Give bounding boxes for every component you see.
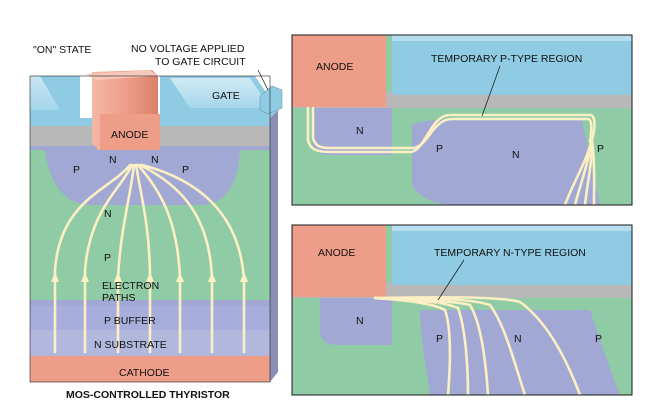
electron-path xyxy=(373,295,582,397)
cathode-label: CATHODE xyxy=(119,367,170,379)
gate-label: GATE xyxy=(212,90,240,102)
gate-highlight xyxy=(392,225,632,231)
br-n-small-label: N xyxy=(356,315,364,327)
electron-paths-label-2: PATHS xyxy=(102,292,135,304)
br-leader-line xyxy=(437,259,465,301)
tr-n-small-label: N xyxy=(356,125,364,137)
top-surface-light-right xyxy=(170,78,270,108)
n-small-region xyxy=(320,298,392,345)
n-cell-right xyxy=(140,150,180,168)
anode-label: ANODE xyxy=(111,129,148,141)
arrowhead xyxy=(240,272,248,282)
n-cell-left xyxy=(88,150,134,168)
n-small-region xyxy=(312,108,392,155)
br-region-label: TEMPORARY N-TYPE REGION xyxy=(434,247,586,259)
arrowhead xyxy=(114,272,122,282)
br-n-mid-label: N xyxy=(514,333,522,345)
cathode-layer xyxy=(30,356,270,382)
panel-frame xyxy=(291,224,633,396)
p-right-label: P xyxy=(182,164,189,176)
tr-p-left-label: P xyxy=(436,143,443,155)
on-state-label: "ON" STATE xyxy=(33,44,91,56)
br-paths xyxy=(373,295,582,397)
n-substrate-label: N SUBSTRATE xyxy=(94,339,167,351)
electron-path xyxy=(83,163,134,354)
n-big-region xyxy=(412,120,600,205)
panel-bottom-right: ANODE TEMPORARY N-TYPE REGION N P N P xyxy=(291,224,633,397)
electron-path xyxy=(136,163,182,354)
left-labels: "ON" STATE NO VOLTAGE APPLIED TO GATE CI… xyxy=(33,43,269,401)
tr-region-label: TEMPORARY P-TYPE REGION xyxy=(431,53,582,65)
br-p-right-label: P xyxy=(595,333,602,345)
n-cell-right-label: N xyxy=(151,154,159,166)
electron-paths-label-1: ELECTRON xyxy=(102,280,159,292)
n-cell-left-label: N xyxy=(109,154,117,166)
device-outline xyxy=(29,75,271,383)
p-channel-path xyxy=(306,106,596,154)
no-voltage-label-1: NO VOLTAGE APPLIED xyxy=(131,43,245,55)
p-buffer-label: P BUFFER xyxy=(104,315,156,327)
gate-tab xyxy=(259,85,283,115)
n-mid-label: N xyxy=(104,208,112,220)
panel-top-right: ANODE TEMPORARY P-TYPE REGION N P N P xyxy=(291,34,633,207)
electron-path xyxy=(373,296,490,397)
br-p-left-label: P xyxy=(436,333,443,345)
electron-arrowheads xyxy=(51,272,248,282)
caption: MOS-CONTROLLED THYRISTOR xyxy=(66,389,230,401)
top-surface-light xyxy=(30,76,60,110)
br-anode-label: ANODE xyxy=(318,247,355,259)
no-voltage-label-2: TO GATE CIRCUIT xyxy=(155,56,246,68)
p-left-label: P xyxy=(73,164,80,176)
electron-paths-left xyxy=(53,163,246,354)
arrowhead xyxy=(208,272,216,282)
electron-path xyxy=(140,163,246,354)
tr-leader-line xyxy=(481,65,501,117)
gate-region xyxy=(392,35,632,95)
arrowhead xyxy=(81,272,89,282)
gate-leader-line xyxy=(257,69,269,91)
electron-path xyxy=(590,138,596,207)
arrowhead xyxy=(51,272,59,282)
tr-paths xyxy=(306,106,596,207)
tr-p-right-label: P xyxy=(597,143,604,155)
p-channel-path xyxy=(311,106,593,150)
panel-frame xyxy=(291,34,633,206)
anode-region xyxy=(292,225,386,297)
tr-n-big-label: N xyxy=(512,149,520,161)
tr-anode-label: ANODE xyxy=(316,61,353,73)
p-mid-label: P xyxy=(104,252,111,264)
device-side-face xyxy=(270,110,278,382)
anode-top xyxy=(86,70,158,80)
arrowhead xyxy=(176,272,184,282)
anode-region xyxy=(292,35,386,107)
arrowhead xyxy=(146,272,154,282)
anode-front xyxy=(100,114,160,150)
gate-highlight xyxy=(392,35,632,41)
gate-region xyxy=(392,225,632,285)
electron-path xyxy=(53,163,132,354)
electron-path xyxy=(138,163,214,354)
